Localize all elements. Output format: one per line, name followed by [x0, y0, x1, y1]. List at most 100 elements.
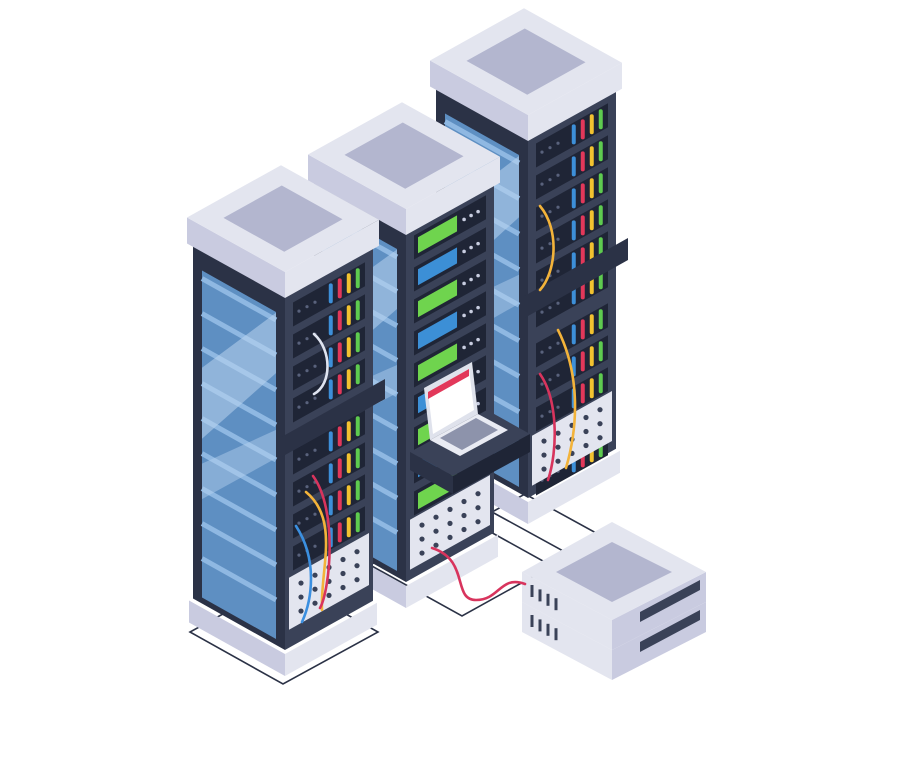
- port-hole: [597, 421, 603, 427]
- port-dot: [476, 337, 480, 342]
- rack-cap-vent: [466, 28, 586, 95]
- vent-dot: [548, 410, 552, 414]
- rack-base-right: [528, 450, 620, 524]
- port-dot: [462, 281, 466, 286]
- rack-inner-shelf: [200, 276, 278, 323]
- vent-dot: [556, 173, 560, 177]
- rack-inner-shelf: [443, 119, 521, 166]
- vent-dot: [313, 396, 317, 400]
- port-hole: [312, 600, 318, 606]
- port-dot: [476, 369, 480, 374]
- port-hole: [597, 435, 603, 441]
- port-dot: [476, 305, 480, 310]
- server-rack-left: [187, 165, 385, 676]
- port-hole: [461, 526, 467, 533]
- port-dot: [469, 309, 473, 314]
- port-hole: [298, 608, 304, 614]
- drive-bay: [418, 311, 458, 350]
- vent-dot: [548, 242, 552, 246]
- port-hole: [461, 498, 467, 505]
- vent-dot: [313, 448, 317, 452]
- vent-dot: [313, 364, 317, 368]
- cable-yellow: [556, 328, 577, 470]
- cable-yellow: [538, 204, 555, 292]
- vent-dot: [305, 305, 309, 309]
- rack-shelf: [524, 238, 628, 319]
- vent-dot: [305, 401, 309, 405]
- port-hole: [312, 586, 318, 592]
- vent-dot: [548, 306, 552, 310]
- vent-dot: [297, 457, 301, 461]
- vent-dot: [297, 341, 301, 345]
- rack-cap-right: [285, 219, 379, 298]
- rack-cap-left: [308, 154, 406, 235]
- port-dot: [462, 313, 466, 318]
- port-dot: [462, 345, 466, 350]
- vent-dot: [540, 182, 544, 186]
- vent-dot: [297, 489, 301, 493]
- switch-port-strip: [640, 580, 700, 622]
- port-hole: [433, 528, 439, 534]
- laptop-tray-side: [453, 434, 530, 494]
- vent-dot: [556, 405, 560, 409]
- rack-inner-shelf: [200, 556, 278, 603]
- port-hole: [541, 466, 547, 472]
- vent-dot: [313, 300, 317, 304]
- vent-dot: [556, 269, 560, 273]
- vent-dot: [305, 453, 309, 457]
- drive-bay: [418, 279, 458, 318]
- vent-dot: [540, 278, 544, 282]
- rack-shelf: [281, 379, 385, 458]
- port-dot: [462, 217, 466, 222]
- vent-dot: [556, 141, 560, 145]
- glass-shine: [202, 312, 276, 439]
- laptop-tray-front: [410, 452, 453, 494]
- switch-top-panel: [556, 542, 672, 602]
- port-dot: [476, 209, 480, 214]
- port-dot: [469, 213, 473, 218]
- port-hole: [326, 592, 332, 598]
- vent-dot: [540, 150, 544, 154]
- port-hole: [419, 550, 425, 556]
- port-hole: [555, 430, 561, 436]
- vent-dot: [556, 237, 560, 241]
- switch-upper-left: [522, 572, 612, 650]
- network-cables: [294, 204, 577, 624]
- port-hole: [541, 452, 547, 458]
- port-dot: [469, 245, 473, 250]
- vent-dot: [313, 512, 317, 516]
- port-dot: [476, 241, 480, 246]
- port-dot: [462, 249, 466, 254]
- port-hole: [583, 414, 589, 421]
- cable-blue: [294, 524, 313, 624]
- port-hole: [447, 534, 453, 540]
- port-hole: [475, 505, 481, 511]
- port-hole: [298, 580, 304, 586]
- vent-dot: [540, 246, 544, 250]
- rack-cap-vent: [344, 122, 464, 189]
- rack-base-left: [189, 600, 285, 676]
- port-hole: [354, 563, 360, 569]
- port-hole: [475, 519, 481, 525]
- port-hole: [340, 584, 346, 591]
- laptop-screen: [428, 369, 474, 434]
- drive-bay: [418, 247, 458, 286]
- rack-cap-vent: [223, 185, 343, 252]
- port-dot: [469, 277, 473, 282]
- cable-red: [538, 372, 556, 482]
- vent-dot: [556, 373, 560, 377]
- cable-red: [430, 546, 527, 602]
- port-hole: [354, 549, 360, 555]
- rack-cap-right: [528, 62, 622, 141]
- cable-red: [311, 474, 331, 610]
- laptop-screen-header: [428, 369, 469, 399]
- port-hole: [419, 536, 425, 542]
- port-dot: [476, 401, 480, 406]
- port-hole: [447, 506, 453, 512]
- vent-dot: [556, 341, 560, 345]
- vent-dot: [297, 521, 301, 525]
- port-hole: [354, 577, 360, 583]
- vent-dot: [313, 544, 317, 548]
- rack-inner-shelf: [200, 451, 278, 498]
